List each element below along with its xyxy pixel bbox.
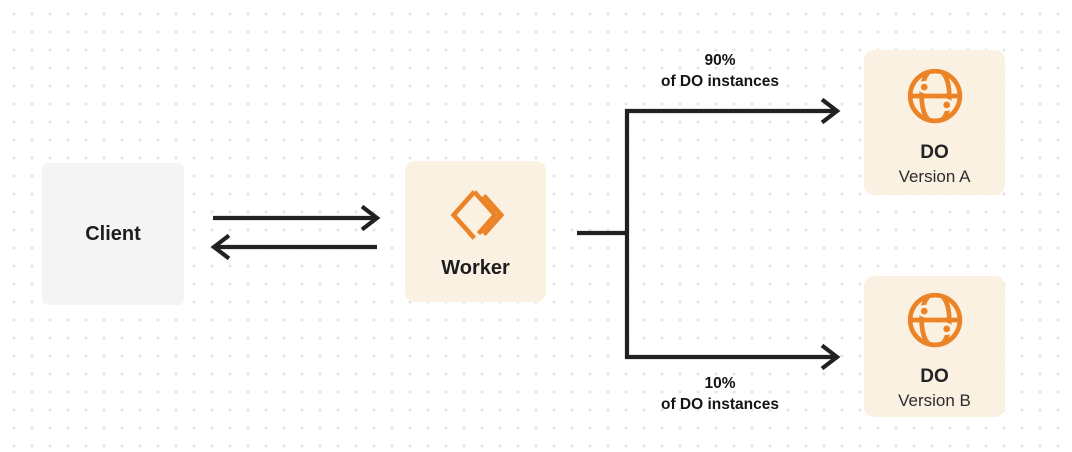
worker-node: Worker [405,161,546,302]
globe-icon [907,68,962,124]
do-version-a-node: DO Version A [864,50,1005,195]
do-a-subtitle: Version A [898,166,971,186]
client-node: Client [42,163,184,305]
percent-caption: of DO instances [661,396,779,413]
workers-logo-icon [450,190,504,240]
percent-value: 10% [704,375,736,392]
do-b-subtitle: Version B [898,390,971,410]
arrowhead-bottom-branch-icon [820,343,841,371]
edge-label-10-percent: 10% of DO instances [620,373,820,415]
globe-icon [907,292,962,348]
branch-top-line [624,108,834,360]
arrowhead-top-branch-icon [820,97,841,125]
edge-label-90-percent: 90% of DO instances [620,50,820,92]
arrowhead-left-icon [210,233,231,261]
do-version-b-node: DO Version B [864,276,1005,417]
do-b-title: DO [920,366,949,387]
client-label: Client [85,223,141,245]
worker-label: Worker [441,257,510,279]
percent-value: 90% [704,52,736,69]
do-a-title: DO [920,142,949,163]
percent-caption: of DO instances [661,73,779,90]
arrowhead-right-icon [360,204,381,232]
